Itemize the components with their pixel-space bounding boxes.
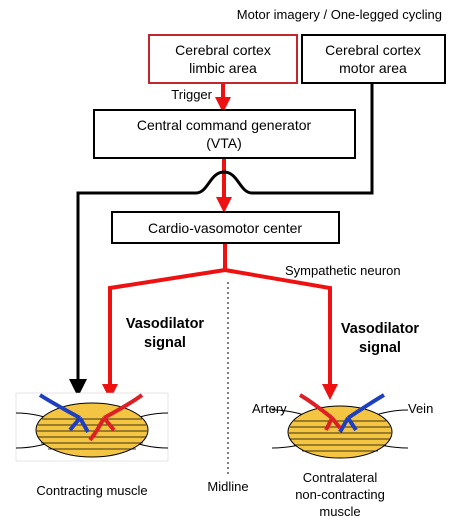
right-muscle-label-2: non-contracting xyxy=(295,487,385,502)
ccg-line2: (VTA) xyxy=(206,135,242,151)
vasodilator-right-line1: Vasodilator xyxy=(341,321,420,337)
header-title: Motor imagery / One-legged cycling xyxy=(237,7,442,22)
right-vasodilator-arrow xyxy=(225,270,330,392)
vein-label: Vein xyxy=(408,401,433,416)
vasodilator-left-line2: signal xyxy=(144,335,186,351)
cvc-label: Cardio-vasomotor center xyxy=(148,220,302,236)
motor-box-line1: Cerebral cortex xyxy=(325,42,421,58)
sympathetic-neuron-label: Sympathetic neuron xyxy=(285,263,401,278)
vasodilator-right-line2: signal xyxy=(359,340,401,356)
midline-label: Midline xyxy=(207,479,248,494)
limbic-box-line2: limbic area xyxy=(189,60,257,76)
trigger-label: Trigger xyxy=(171,87,212,102)
limbic-box-line1: Cerebral cortex xyxy=(175,42,271,58)
ccg-line1: Central command generator xyxy=(137,117,312,133)
contracting-muscle-label: Contracting muscle xyxy=(36,483,147,498)
contracting-muscle-illustration xyxy=(16,393,168,461)
motor-box-line2: motor area xyxy=(339,60,407,76)
artery-label: Artery xyxy=(252,401,287,416)
right-muscle-label-1: Contralateral xyxy=(303,470,378,485)
non-contracting-muscle-illustration xyxy=(272,395,408,458)
right-muscle-label-3: muscle xyxy=(319,504,360,519)
vasodilator-left-line1: Vasodilator xyxy=(126,316,205,332)
